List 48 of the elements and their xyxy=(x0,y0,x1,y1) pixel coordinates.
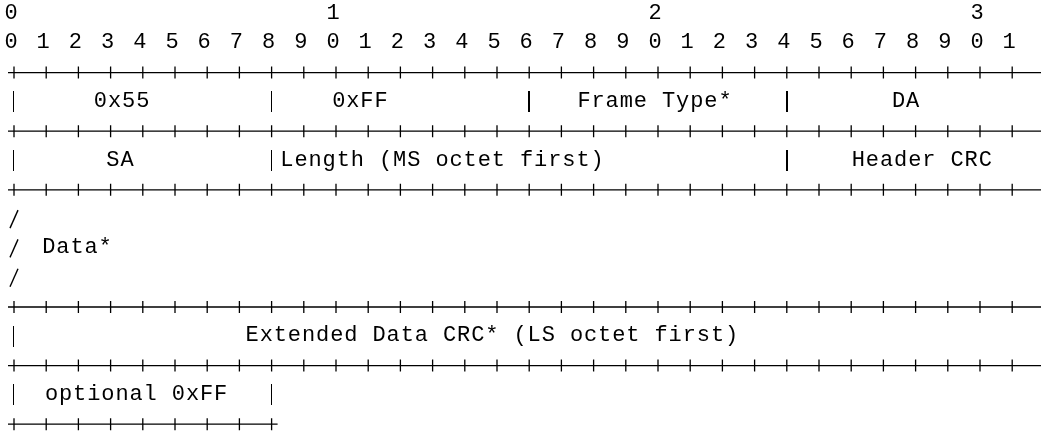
bit-number: 5 xyxy=(165,32,179,55)
bit-number: 2 xyxy=(712,32,726,55)
bit-number: 0 xyxy=(4,3,18,25)
bit-number: 3 xyxy=(423,32,437,55)
bit-number: 0 xyxy=(326,32,340,55)
field-label: DA xyxy=(892,90,921,113)
bit-number: 0 xyxy=(4,32,18,55)
bit-number: 2 xyxy=(648,3,662,25)
bit-number: 2 xyxy=(68,32,82,55)
bit-number: 1 xyxy=(326,3,340,25)
bit-number: 2 xyxy=(390,32,404,55)
bit-number: 0 xyxy=(970,32,984,55)
bit-number: 9 xyxy=(938,32,952,55)
bit-number: 1 xyxy=(680,32,694,55)
bit-number: 3 xyxy=(970,3,984,25)
bit-number: 5 xyxy=(809,32,823,55)
field-label: 0xFF xyxy=(332,90,389,113)
bit-number: 3 xyxy=(101,32,115,55)
field-label: optional 0xFF xyxy=(44,383,229,406)
field-label: Frame Type* xyxy=(577,90,733,113)
bit-number: 1 xyxy=(358,32,372,55)
bit-number: 7 xyxy=(551,32,565,55)
bit-number: 4 xyxy=(133,32,147,55)
field-label: Data* xyxy=(42,237,113,260)
bit-number: 5 xyxy=(487,32,501,55)
bit-number: 8 xyxy=(906,32,920,55)
bit-number: 1 xyxy=(36,32,50,55)
bit-number: 0 xyxy=(648,32,662,55)
bit-number: 1 xyxy=(1002,32,1016,55)
bit-number: 7 xyxy=(229,32,243,55)
bit-number: 6 xyxy=(519,32,533,55)
field-label: SA xyxy=(106,149,135,172)
bit-number: 9 xyxy=(616,32,630,55)
bit-number: 4 xyxy=(455,32,469,55)
field-label: Length (MS octet first) xyxy=(280,149,605,172)
header-field xyxy=(13,384,273,406)
bit-number: 6 xyxy=(197,32,211,55)
bit-number: 4 xyxy=(777,32,791,55)
bit-number: 6 xyxy=(841,32,855,55)
field-label: Extended Data CRC* (LS octet first) xyxy=(245,325,740,348)
bit-number: 8 xyxy=(262,32,276,55)
bit-number: 3 xyxy=(745,32,759,55)
bit-number: 8 xyxy=(584,32,598,55)
field-label: Header CRC xyxy=(851,149,993,172)
bit-number: 9 xyxy=(294,32,308,55)
field-label: 0x55 xyxy=(93,90,151,113)
bit-number: 7 xyxy=(873,32,887,55)
header-field xyxy=(528,91,788,113)
